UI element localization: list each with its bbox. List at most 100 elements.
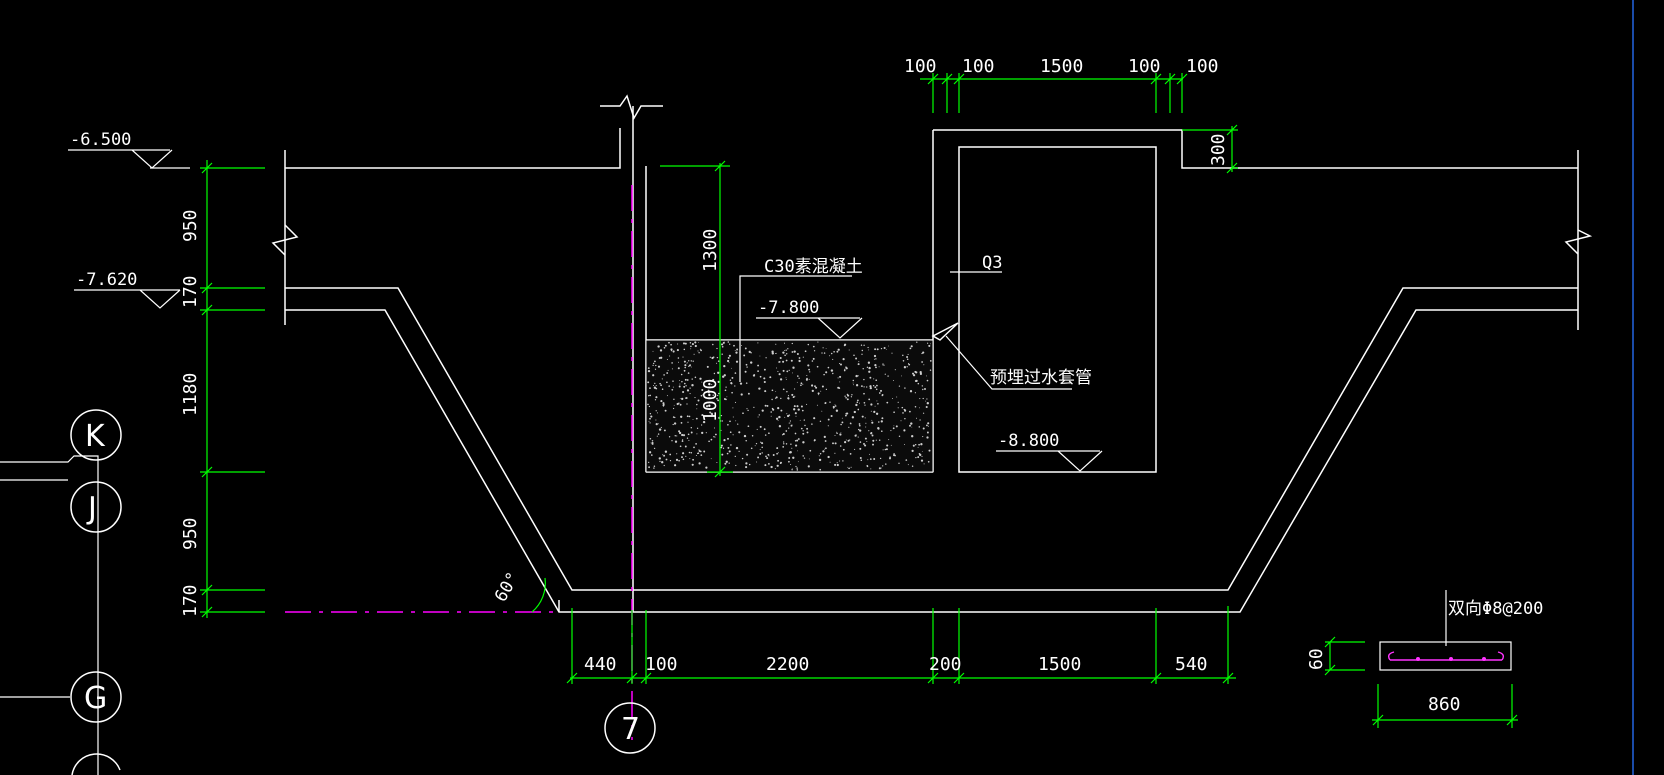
hatch-dot — [651, 440, 654, 442]
hatch-dot — [682, 439, 684, 441]
hatch-dot — [822, 450, 825, 453]
hatch-dot — [863, 392, 865, 395]
hatch-dot — [834, 435, 836, 436]
hatch-dot — [814, 385, 816, 388]
hatch-dot — [700, 454, 703, 456]
hatch-dot — [763, 428, 766, 431]
hatch-dot — [859, 441, 862, 443]
hatch-dot — [793, 408, 796, 411]
hatch-dot — [803, 457, 806, 459]
hatch-dot — [741, 345, 743, 346]
hatch-dot — [798, 377, 800, 379]
hatch-dot — [817, 341, 819, 343]
hatch-dot — [685, 455, 687, 457]
hatch-dot — [741, 457, 744, 460]
hatch-dot — [789, 451, 792, 454]
hatch-dot — [895, 425, 898, 428]
hatch-dot — [687, 372, 690, 374]
hatch-dot — [827, 366, 830, 369]
hatch-dot — [735, 446, 739, 450]
hatch-dot — [845, 412, 848, 415]
hatch-dot — [848, 426, 850, 428]
hatch-dot — [797, 450, 799, 452]
hatch-dot — [726, 396, 728, 398]
hatch-dot — [677, 367, 680, 370]
hatch-dot — [783, 342, 786, 344]
hatch-dot — [746, 366, 748, 368]
hatch-dot — [795, 465, 797, 468]
hatch-dot — [796, 381, 798, 383]
hatch-dot — [765, 357, 767, 359]
hatch-dot — [672, 386, 674, 388]
hatch-dot — [873, 458, 876, 460]
hatch-dot — [918, 443, 920, 446]
hatch-dot — [911, 426, 913, 428]
hatch-dot — [782, 360, 785, 363]
bottom-dim-3: 2200 — [766, 654, 809, 675]
hatch-dot — [660, 384, 662, 387]
hatch-dot — [864, 404, 866, 406]
hatch-dot — [785, 377, 787, 379]
hatch-dot — [784, 350, 786, 351]
hatch-dot — [882, 465, 884, 467]
hatch-dot — [761, 446, 763, 449]
hatch-dot — [651, 442, 654, 445]
hatch-dot — [717, 399, 720, 402]
hatch-dot — [738, 431, 741, 434]
hatch-dot — [925, 405, 928, 409]
hatch-dot — [727, 423, 729, 426]
hatch-dot — [834, 405, 837, 407]
hatch-dot — [780, 409, 783, 412]
hatch-dot — [759, 425, 762, 428]
hatch-dot — [723, 364, 726, 368]
hatch-dot — [766, 457, 769, 460]
hatch-dot — [720, 446, 723, 449]
hatch-dot — [857, 399, 859, 402]
hatch-dot — [882, 363, 884, 365]
label-pipe: 预埋过水套管 — [990, 368, 1092, 388]
hatch-dot — [758, 387, 761, 390]
hatch-dot — [824, 440, 827, 442]
hatch-dot — [791, 469, 793, 471]
hatch-dot — [686, 437, 689, 439]
hatch-dot — [690, 427, 692, 429]
hatch-dot — [792, 366, 795, 369]
hatch-dot — [709, 356, 711, 358]
hatch-dot — [836, 350, 839, 353]
hatch-dot — [664, 450, 668, 453]
hatch-dot — [808, 458, 810, 460]
hatch-dot — [648, 420, 650, 422]
hatch-dot — [874, 405, 876, 407]
bottom-dim-5: 1500 — [1038, 654, 1081, 675]
hatch-dot — [858, 423, 861, 425]
hatch-dot — [879, 457, 882, 460]
hatch-dot — [915, 417, 918, 419]
hatch-dot — [666, 372, 669, 374]
hatch-dot — [853, 354, 855, 356]
hatch-dot — [735, 351, 738, 354]
hatch-dot — [819, 468, 822, 471]
hatch-dot — [698, 352, 700, 354]
hatch-dot — [852, 379, 855, 382]
hatch-dot — [900, 420, 902, 422]
hatch-dot — [671, 440, 673, 442]
hatch-dot — [679, 445, 682, 448]
hatch-dot — [912, 372, 914, 375]
hatch-dot — [761, 452, 763, 454]
hatch-dot — [794, 395, 796, 397]
hatch-dot — [777, 459, 780, 462]
bottom-dim-2: 100 — [645, 654, 678, 675]
hatch-dot — [848, 467, 850, 470]
hatch-dot — [690, 452, 693, 454]
hatch-dot — [790, 463, 792, 466]
hatch-dot — [705, 466, 708, 469]
top-slab-left — [285, 128, 621, 169]
hatch-dot — [766, 404, 769, 407]
hatch-dot — [648, 395, 650, 397]
hatch-dot — [785, 443, 788, 445]
hatch-dot — [874, 386, 877, 389]
hatch-dot — [745, 462, 748, 465]
hatch-dot — [722, 341, 725, 344]
hatch-dot — [785, 379, 787, 381]
hatch-dot — [669, 460, 672, 462]
